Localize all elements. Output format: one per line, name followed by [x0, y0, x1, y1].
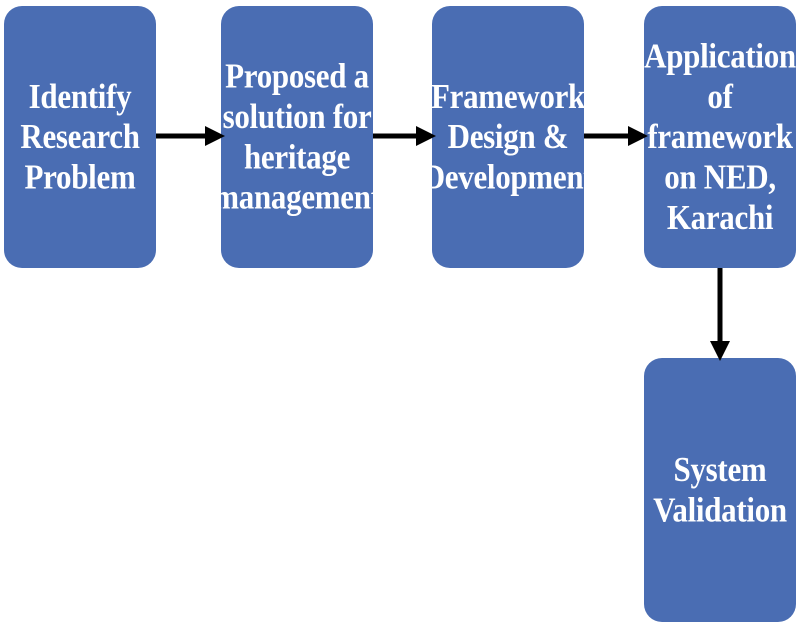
step-label: Identify Research Problem: [20, 76, 140, 197]
step-system-validation: System Validation: [644, 358, 796, 622]
step-proposed-solution: Proposed a solution for heritage managem…: [213, 6, 381, 268]
step-label: System Validation: [653, 449, 787, 530]
step-label: Application of framework on NED, Karachi: [644, 36, 796, 237]
step-application-of-framework: Application of framework on NED, Karachi: [644, 6, 796, 268]
step-identify-research-problem: Identify Research Problem: [4, 6, 156, 268]
step-label: Proposed a solution for heritage managem…: [213, 56, 381, 217]
step-label: Framework Design & Development: [422, 76, 594, 197]
step-framework-design: Framework Design & Development: [423, 6, 594, 268]
